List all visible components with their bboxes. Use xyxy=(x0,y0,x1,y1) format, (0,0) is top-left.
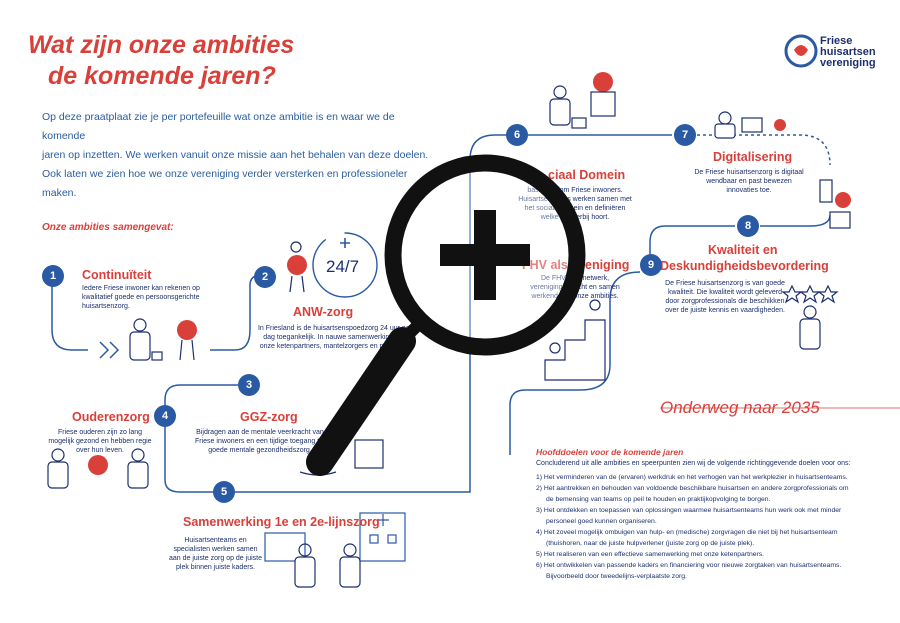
zoom-in-magnifier-icon[interactable] xyxy=(290,140,600,490)
fhv-logo-text: Friese huisartsen vereniging xyxy=(820,36,900,69)
goal-item: 6) Het ontwikkelen van passende kaders e… xyxy=(536,562,842,580)
section-3-number: 3 xyxy=(238,374,260,396)
intro-line-2: jaren op inzetten. We werken vanuit onze… xyxy=(42,149,429,161)
goals-intro: Concluderend uit alle ambities en speerp… xyxy=(536,460,851,467)
title-line-1: Wat zijn onze ambities xyxy=(28,31,295,59)
section-4-text: Friese ouderen zijn zo lang mogelijk gez… xyxy=(48,429,152,454)
goal-item: 4) Het zoveel mogelijk ombuigen van hulp… xyxy=(536,529,838,547)
flow-path-1 xyxy=(51,275,88,351)
flow-path-4 xyxy=(164,425,215,493)
social-domain-figures-icon xyxy=(549,72,616,129)
section-5-text: Huisartsenteams en specialisten werken s… xyxy=(168,537,262,571)
flow-path-9 xyxy=(649,225,735,255)
section-1-heading: Continuïteit xyxy=(82,268,152,282)
phone-user-icon xyxy=(819,179,851,229)
arrow-icon xyxy=(99,341,120,359)
section-3-heading: GGZ-zorg xyxy=(240,410,298,424)
section-9-number: 9 xyxy=(640,254,662,276)
doctor-figure-icon xyxy=(129,318,197,361)
section-1-number: 1 xyxy=(42,265,64,287)
logo-line-3: vereniging xyxy=(820,57,876,69)
section-8-heading: Kwaliteit en xyxy=(708,243,778,257)
goals-list: 1) Het verminderen van de (ervaren) werk… xyxy=(536,472,856,582)
flow-path-8 xyxy=(760,214,831,227)
section-7-heading: Digitalisering xyxy=(713,150,793,164)
flow-path-10 xyxy=(509,271,641,455)
quality-figures-icon xyxy=(781,284,839,350)
section-9-heading-tail: eniging xyxy=(585,258,630,272)
intro-line-3: Ook laten we zien hoe we onze vereniging… xyxy=(42,168,408,199)
section-8-text: De Friese huisartsenzorg is van goede kw… xyxy=(665,280,785,314)
section-8-number: 8 xyxy=(737,215,759,237)
section-3-text: Bijdragen aan de mentale veerkracht van … xyxy=(195,429,325,454)
section-2-heading: ANW-zorg xyxy=(293,305,354,319)
logo-line-1: Friese xyxy=(820,35,853,47)
flow-path-3 xyxy=(164,384,238,410)
section-5-heading: Samenwerking 1e en 2e-lijnszorg xyxy=(183,515,380,529)
section-1-text: Iedere Friese inwoner kan rekenen op kwa… xyxy=(82,285,200,310)
section-6-heading: ciaal Domein xyxy=(548,168,626,182)
summary-label: Onze ambities samengevat: xyxy=(42,222,174,233)
fhv-logo-icon xyxy=(784,34,818,68)
section-4-heading: Ouderenzorg xyxy=(72,410,150,424)
section-9-heading: FHV als xyxy=(522,258,568,272)
logo-line-2: huisartsen xyxy=(820,46,876,58)
goal-item: 1) Het verminderen van de (ervaren) werk… xyxy=(536,474,848,481)
section-7-text: De Friese huisartsenzorg is digitaal wen… xyxy=(694,169,804,194)
section-8-heading-2: Deskundigheidsbevordering xyxy=(660,259,829,273)
onderweg-heading: Onderweg naar 2035 xyxy=(660,398,820,417)
section-2-number: 2 xyxy=(254,266,276,288)
section-2-text: In Friesland is de huisartsenspoedzorg 2… xyxy=(257,325,413,350)
section-4-number: 4 xyxy=(154,405,176,427)
flow-path-7 xyxy=(697,134,831,166)
elderly-figures-icon xyxy=(47,448,149,489)
goal-item: 3) Het ontdekken en toepassen van oploss… xyxy=(536,507,842,525)
section-7-number: 7 xyxy=(674,124,696,146)
goal-item: 2) Het aantrekken en behouden van voldoe… xyxy=(536,485,849,503)
clock-24-7-label: 24/7 xyxy=(326,257,360,276)
section-6-number: 6 xyxy=(506,124,528,146)
clock-circle-icon xyxy=(312,232,378,298)
handshake-figures-icon xyxy=(294,543,361,588)
patient-figure-icon xyxy=(287,241,307,293)
page-title: Wat zijn onze ambities de komende jaren? xyxy=(28,30,358,92)
stairs-figures-icon xyxy=(544,299,606,381)
section-5-number: 5 xyxy=(213,481,235,503)
title-line-2: de komende jaren? xyxy=(48,62,276,90)
goal-item: 5) Het realiseren van een effectieve sam… xyxy=(536,551,765,558)
hospital-building-icon xyxy=(264,512,406,562)
intro-line-1: Op deze praatplaat zie je per portefeuil… xyxy=(42,111,395,142)
goals-title: Hoofddoelen voor de komende jaren xyxy=(536,447,684,457)
plus-icon xyxy=(340,238,350,248)
digital-workstation-icon xyxy=(714,111,786,139)
intro-text: Op deze praatplaat zie je per portefeuil… xyxy=(42,108,432,203)
